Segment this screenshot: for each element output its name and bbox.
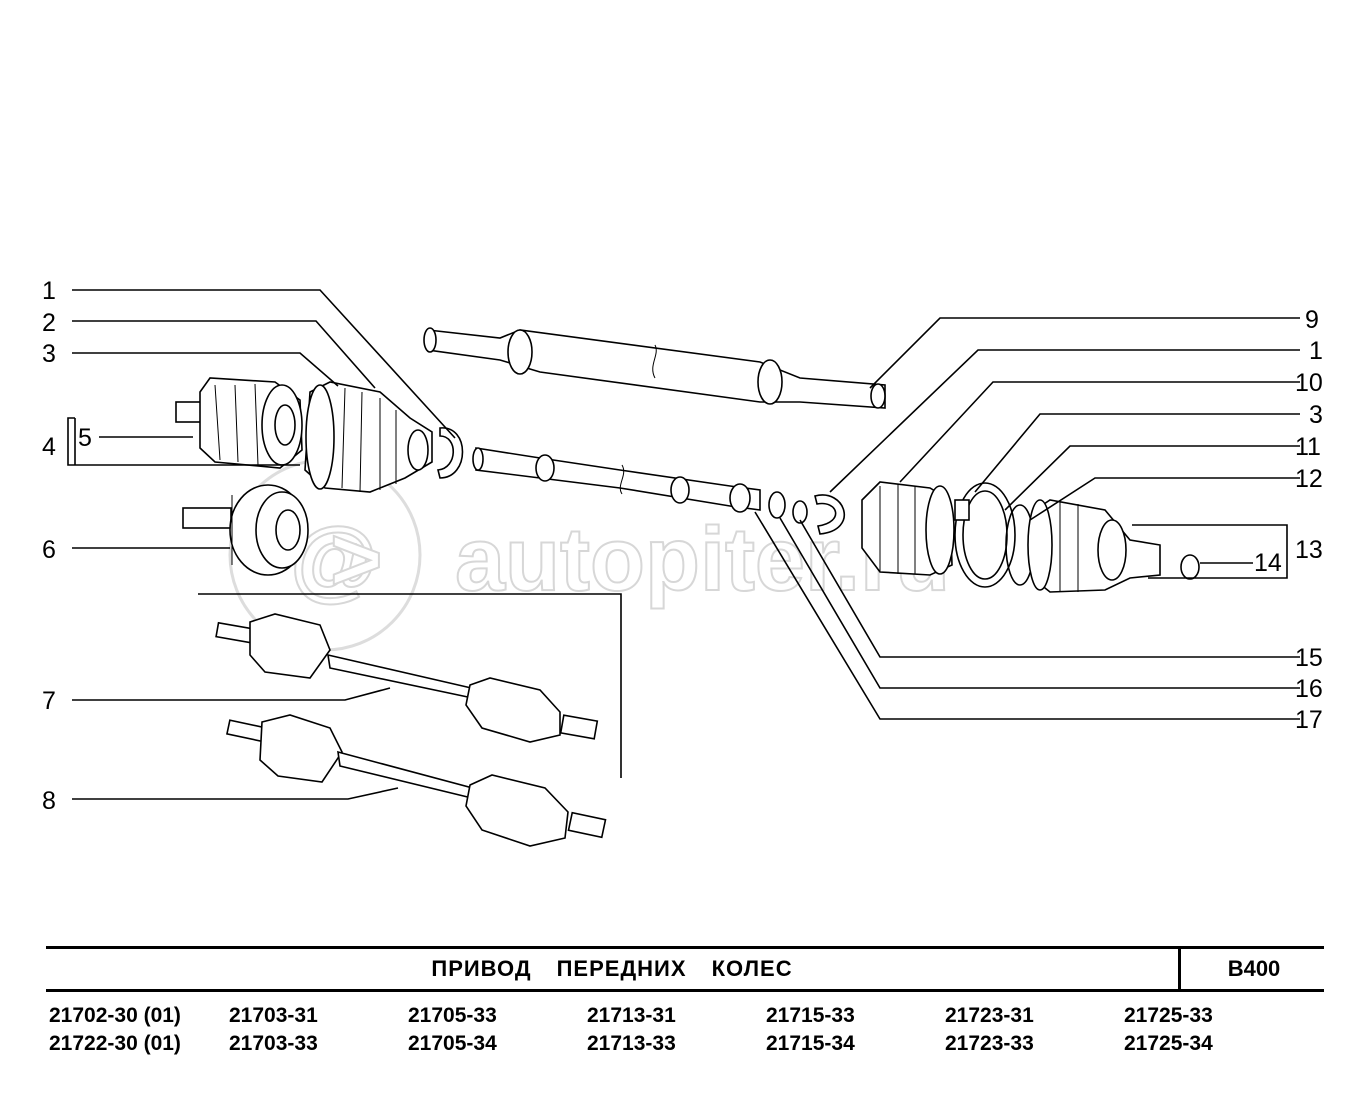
small-rings [768, 491, 808, 524]
callout-3-left: 3 [42, 340, 56, 368]
clamp-ring [436, 427, 464, 479]
model-code: 21725-33 [1124, 1004, 1213, 1027]
model-column: 21703-31 21703-33 [229, 1002, 318, 1058]
model-column: 21705-33 21705-34 [408, 1002, 497, 1058]
model-column: 21725-33 21725-34 [1124, 1002, 1213, 1058]
outer-boot [304, 381, 433, 493]
callout-13: 13 [1295, 536, 1323, 564]
callout-4: 4 [42, 433, 56, 461]
drive-shaft-assembly-7 [215, 613, 599, 743]
model-code: 21703-33 [229, 1032, 318, 1055]
model-code: 21703-31 [229, 1004, 318, 1027]
model-code: 21702-30 (01) [49, 1004, 181, 1027]
callout-2: 2 [42, 309, 56, 337]
page-title: ПРИВОД ПЕРЕДНИХ КОЛЕС [431, 956, 793, 981]
callout-16: 16 [1295, 675, 1323, 703]
inner-boot [861, 481, 955, 576]
callout-1-left: 1 [42, 277, 56, 305]
svg-text:>: > [330, 510, 383, 610]
leaders-left [67, 289, 456, 800]
model-column: 21702-30 (01) 21722-30 (01) [49, 1002, 181, 1058]
model-code: 21705-33 [408, 1004, 497, 1027]
section-code: В400 [1178, 949, 1327, 989]
model-column: 21723-31 21723-33 [945, 1002, 1034, 1058]
model-code: 21723-33 [945, 1032, 1034, 1055]
model-code: 21705-34 [408, 1032, 497, 1055]
callout-5: 5 [78, 424, 92, 452]
outer-cv-joint [175, 377, 303, 469]
model-column: 21715-33 21715-34 [766, 1002, 855, 1058]
model-code: 21715-34 [766, 1032, 855, 1055]
drive-shaft-assembly-8 [226, 714, 607, 847]
model-code: 21722-30 (01) [49, 1032, 181, 1055]
group-bracket-7-8 [198, 593, 622, 778]
callout-10: 10 [1295, 369, 1323, 397]
callout-17: 17 [1295, 706, 1323, 734]
leaders-right [754, 317, 1300, 720]
callout-8: 8 [42, 787, 56, 815]
callout-3-right: 3 [1309, 401, 1323, 429]
callout-7: 7 [42, 687, 56, 715]
model-code: 21713-31 [587, 1004, 676, 1027]
model-code: 21713-33 [587, 1032, 676, 1055]
left-shaft [472, 447, 761, 513]
inner-cv-joint [1027, 499, 1161, 593]
parts-diagram: @ > autopiter.ru [42, 277, 1323, 847]
model-column: 21713-31 21713-33 [587, 1002, 676, 1058]
right-shaft [423, 327, 886, 409]
callout-12: 12 [1295, 465, 1323, 493]
clamp-ring-right [814, 494, 846, 535]
model-list: 21702-30 (01) 21722-30 (01) 21703-31 217… [49, 1002, 1299, 1062]
callout-6: 6 [42, 536, 56, 564]
boot-clamp [954, 482, 1035, 588]
model-code: 21723-31 [945, 1004, 1034, 1027]
title-block: ПРИВОД ПЕРЕДНИХ КОЛЕС В400 [46, 946, 1324, 992]
model-code: 21715-33 [766, 1004, 855, 1027]
callout-11: 11 [1295, 433, 1321, 461]
circlip [1180, 554, 1200, 580]
callout-15: 15 [1295, 644, 1323, 672]
callout-9: 9 [1305, 306, 1319, 334]
outer-cv-joint-abs [182, 484, 309, 576]
model-code: 21725-34 [1124, 1032, 1213, 1055]
callout-1-right: 1 [1309, 337, 1323, 365]
callout-14: 14 [1254, 549, 1282, 577]
